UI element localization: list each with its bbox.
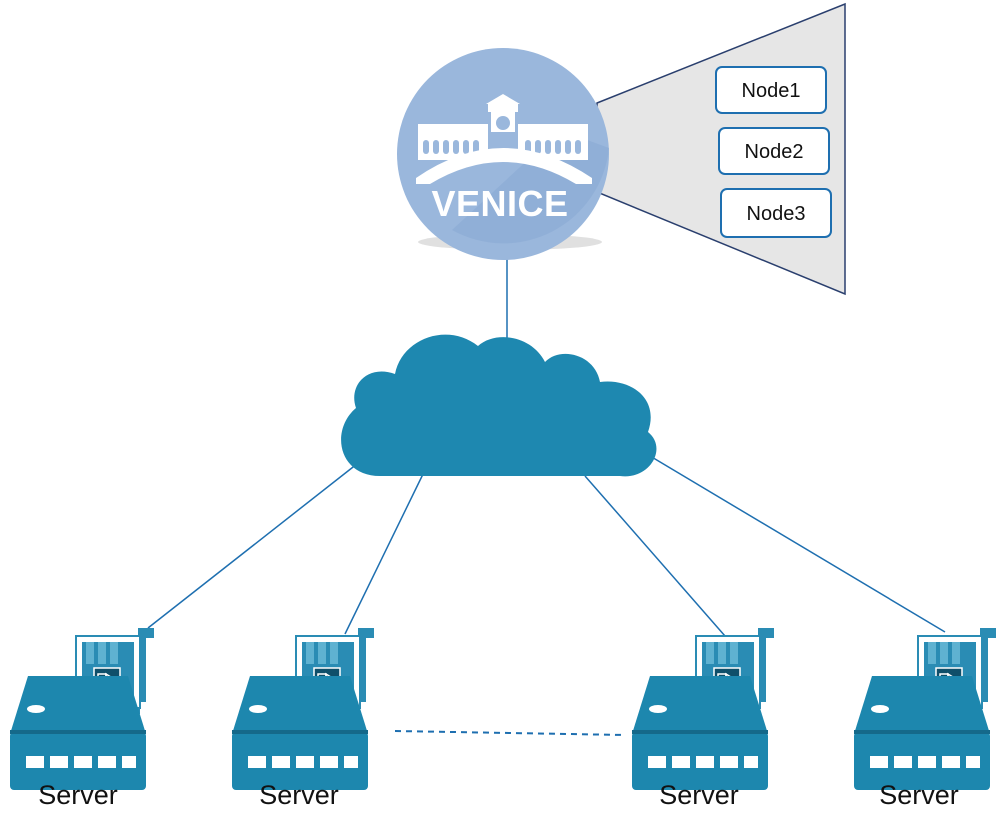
server-icon (632, 676, 768, 790)
server-icon (854, 676, 990, 790)
cloud-to-server-2-line (344, 469, 426, 635)
cloud-to-server-4-line (639, 449, 946, 633)
cloud-to-server-3-line (584, 475, 726, 637)
server-icon (10, 676, 146, 790)
node-2-label: Node2 (745, 141, 804, 163)
node-2-box[interactable]: Node2 (718, 127, 830, 175)
node-1-box[interactable]: Node1 (715, 66, 827, 114)
server-2-label: Server (259, 780, 339, 810)
node-3-label: Node3 (747, 203, 806, 225)
logo-text: VENICE (431, 183, 568, 224)
venice-bridge-icon (416, 94, 592, 184)
server-3[interactable]: Server (632, 627, 775, 810)
server-1[interactable]: Server (10, 627, 155, 810)
server-2[interactable]: Server (232, 627, 375, 810)
node-3-box[interactable]: Node3 (720, 188, 832, 238)
server-4-label: Server (879, 780, 959, 810)
node-1-label: Node1 (742, 80, 801, 102)
server-icon (232, 676, 368, 790)
server-3-label: Server (659, 780, 739, 810)
server-1-label: Server (38, 780, 118, 810)
venice-logo: VENICE (397, 48, 609, 260)
cloud-to-server-1-line (147, 459, 363, 629)
server-4[interactable]: Server (854, 627, 997, 810)
cloud-icon (341, 334, 657, 477)
server-dashed-link (394, 730, 626, 736)
